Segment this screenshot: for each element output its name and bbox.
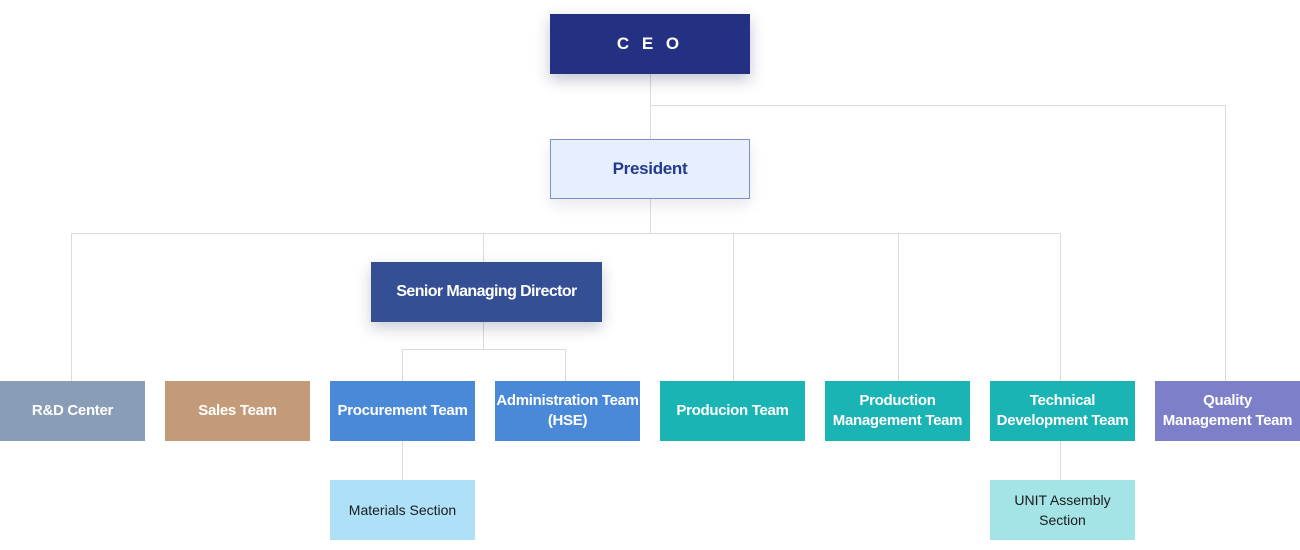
technical-development-team-label-line1: Technical bbox=[1029, 392, 1096, 409]
rd-center-label: R&D Center bbox=[31, 402, 114, 419]
administration-team-label-line1: Administration Team bbox=[496, 392, 639, 409]
producion-team-box[interactable]: Producion Team bbox=[660, 381, 805, 441]
administration-team-label-line2: (HSE) bbox=[547, 412, 588, 429]
ceo-label: C E O bbox=[616, 34, 684, 53]
unit-assembly-section-box[interactable]: UNIT Assembly Section bbox=[990, 480, 1135, 540]
senior-managing-director-box[interactable]: Senior Managing Director bbox=[371, 262, 602, 322]
production-management-team-box[interactable]: Production Management Team bbox=[825, 381, 970, 441]
production-management-team-label-line2: Management Team bbox=[832, 412, 963, 429]
president-box[interactable]: President bbox=[550, 139, 750, 199]
unit-assembly-section-label-line1: UNIT Assembly bbox=[1014, 492, 1111, 508]
sales-team-label: Sales Team bbox=[198, 402, 277, 419]
quality-management-team-label-line2: Management Team bbox=[1162, 412, 1293, 429]
producion-team-label: Producion Team bbox=[676, 402, 789, 419]
technical-development-team-label-line2: Development Team bbox=[996, 412, 1129, 429]
materials-section-label: Materials Section bbox=[348, 502, 457, 518]
technical-development-team-text: Technical Development Team bbox=[997, 391, 1129, 431]
procurement-team-label: Procurement Team bbox=[337, 402, 468, 419]
president-label: President bbox=[612, 159, 688, 178]
unit-assembly-section-text: UNIT Assembly Section bbox=[1014, 490, 1110, 530]
production-management-team-text: Production Management Team bbox=[832, 391, 963, 431]
administration-team-box[interactable]: Administration Team (HSE) bbox=[495, 381, 640, 441]
technical-development-team-box[interactable]: Technical Development Team bbox=[990, 381, 1135, 441]
quality-management-team-text: Quality Management Team bbox=[1162, 391, 1293, 431]
quality-management-team-box[interactable]: Quality Management Team bbox=[1155, 381, 1300, 441]
administration-team-text: Administration Team (HSE) bbox=[496, 391, 639, 431]
quality-management-team-label-line1: Quality bbox=[1203, 392, 1252, 409]
unit-assembly-section-label-line2: Section bbox=[1039, 512, 1086, 528]
materials-section-box[interactable]: Materials Section bbox=[330, 480, 475, 540]
sales-team-box[interactable]: Sales Team bbox=[165, 381, 310, 441]
rd-center-box[interactable]: R&D Center bbox=[0, 381, 145, 441]
ceo-box[interactable]: C E O bbox=[550, 14, 750, 74]
procurement-team-box[interactable]: Procurement Team bbox=[330, 381, 475, 441]
senior-managing-director-label: Senior Managing Director bbox=[396, 283, 577, 300]
production-management-team-label-line1: Production bbox=[859, 392, 936, 409]
